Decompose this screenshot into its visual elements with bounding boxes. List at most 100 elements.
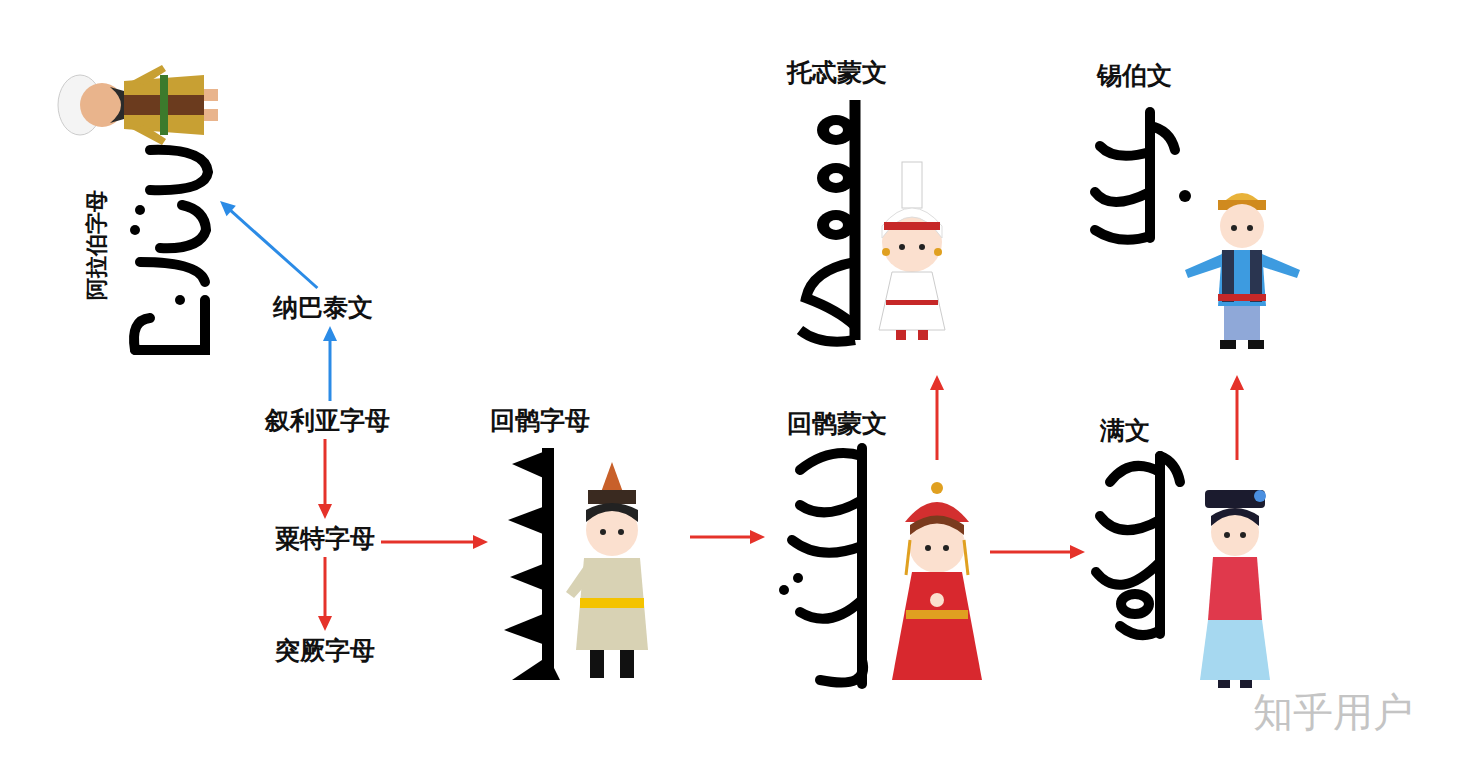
- arab-figure-part: [132, 65, 166, 85]
- flow-arrow: [930, 375, 944, 460]
- watermark: 知乎用户: [1253, 688, 1413, 736]
- xibe-figure-part: [1185, 254, 1224, 278]
- xibe-figure-part: [1247, 225, 1253, 231]
- todo-glyph-part: [800, 330, 855, 342]
- script-node: 回鹘字母: [488, 405, 690, 690]
- manchu-figure-part: [1211, 508, 1259, 556]
- xibe-figure-part: [1260, 254, 1300, 278]
- manchu-glyph-part: [1120, 626, 1160, 635]
- script-label: 阿拉伯字母: [84, 190, 110, 300]
- script-label: 回鹘字母: [490, 405, 590, 435]
- mongol-figure-part: [925, 545, 931, 551]
- mongol-glyph: [779, 448, 863, 684]
- mongol-glyph-part: [857, 448, 867, 684]
- oirat-figure-part: [879, 272, 945, 330]
- mongol-figure-part: [931, 482, 943, 494]
- arabic-glyph-part: [135, 205, 145, 215]
- flow-arrow: [381, 535, 488, 549]
- flow-arrow: [323, 326, 337, 401]
- manchu-figure-part: [1205, 490, 1265, 508]
- script-node: 满文: [1085, 460, 1280, 690]
- oirat-figure-part: [882, 248, 890, 256]
- manchu-glyph-part: [1100, 516, 1160, 530]
- arrow-head: [318, 504, 332, 519]
- todo-glyph-part: [829, 220, 843, 230]
- script-node: 阿拉伯字母: [40, 60, 220, 360]
- uyghur-figure-part: [566, 566, 590, 598]
- xibe-glyph: [1095, 112, 1191, 240]
- script-node: 回鹘蒙文: [765, 460, 990, 690]
- mongol-figure-part: [892, 572, 982, 680]
- flow-arrow: [318, 439, 332, 519]
- oirat-figure: [879, 162, 945, 340]
- uyghur-glyph-part: [512, 450, 548, 480]
- manchu-figure-part: [1218, 680, 1230, 688]
- todo-glyph-part: [817, 210, 855, 240]
- script-node: 叙利亚字母: [259, 401, 396, 439]
- arabic-glyph-part: [160, 205, 206, 248]
- arrow-line: [1236, 388, 1239, 460]
- mongol-glyph-part: [779, 585, 789, 595]
- todo-glyph-part: [817, 163, 855, 193]
- flow-arrow: [690, 530, 765, 544]
- mongol-figure-part: [910, 516, 964, 536]
- mongol-glyph-part: [820, 660, 863, 683]
- todo-glyph-part: [829, 125, 843, 135]
- todo-glyph-part: [817, 115, 855, 145]
- manchu-glyph-part: [1121, 594, 1149, 614]
- manchu-figure-part: [1200, 620, 1270, 680]
- uyghur-glyph-part: [508, 505, 548, 536]
- mongol-glyph-part: [800, 500, 862, 512]
- arab-figure-part: [204, 109, 218, 121]
- uyghur-glyph: [504, 448, 560, 680]
- script-label: 粟特字母: [275, 523, 375, 553]
- script-label: 锡伯文: [1097, 60, 1172, 90]
- xibe-glyph-part: [1179, 190, 1191, 202]
- script-node: 粟特字母: [269, 519, 381, 557]
- arrow-head: [1070, 545, 1085, 559]
- manchu-figure-part: [1240, 532, 1246, 538]
- mongol-figure-part: [943, 545, 949, 551]
- uyghur-figure-part: [586, 504, 638, 556]
- arrow-line: [936, 388, 939, 460]
- oirat-figure-part: [896, 330, 906, 340]
- oirat-figure-part: [886, 300, 938, 305]
- mongol-figure-part: [930, 593, 944, 607]
- xibe-figure-part: [1248, 340, 1264, 349]
- arrow-head: [323, 326, 337, 341]
- manchu-figure-part: [1254, 490, 1266, 502]
- oirat-figure-part: [918, 330, 928, 340]
- xibe-figure-part: [1218, 250, 1266, 306]
- manchu-glyph-part: [1096, 562, 1160, 585]
- arab-figure-part: [124, 75, 204, 135]
- arab-figure-part: [132, 125, 166, 145]
- arrow-line: [324, 557, 327, 618]
- arabic-glyph-part: [150, 150, 208, 190]
- arab-figure: [58, 65, 218, 145]
- oirat-figure-part: [934, 248, 942, 256]
- script-label: 回鹘蒙文: [787, 408, 887, 438]
- manchu-figure-part: [1224, 532, 1230, 538]
- oirat-figure-part: [882, 208, 942, 238]
- script-label: 纳巴泰文: [273, 292, 373, 322]
- xibe-figure-part: [1220, 204, 1264, 248]
- arabic-glyph-part: [140, 262, 205, 282]
- uyghur-figure-part: [580, 598, 644, 608]
- todo-glyph-part: [806, 262, 855, 326]
- arrow-head: [930, 375, 944, 390]
- arrow-head: [750, 530, 765, 544]
- arrow-head: [318, 616, 332, 631]
- script-label: 突厥字母: [275, 635, 375, 665]
- todo-glyph-part: [829, 173, 843, 183]
- xibe-glyph-part: [1100, 146, 1150, 156]
- oirat-figure-part: [884, 222, 940, 230]
- script-node: 锡伯文: [1085, 58, 1310, 375]
- script-node: 托忒蒙文: [785, 55, 950, 375]
- arrow-line: [690, 536, 752, 539]
- arrow-line: [230, 210, 318, 288]
- arrow-line: [381, 541, 475, 544]
- mongol-glyph-part: [792, 540, 862, 553]
